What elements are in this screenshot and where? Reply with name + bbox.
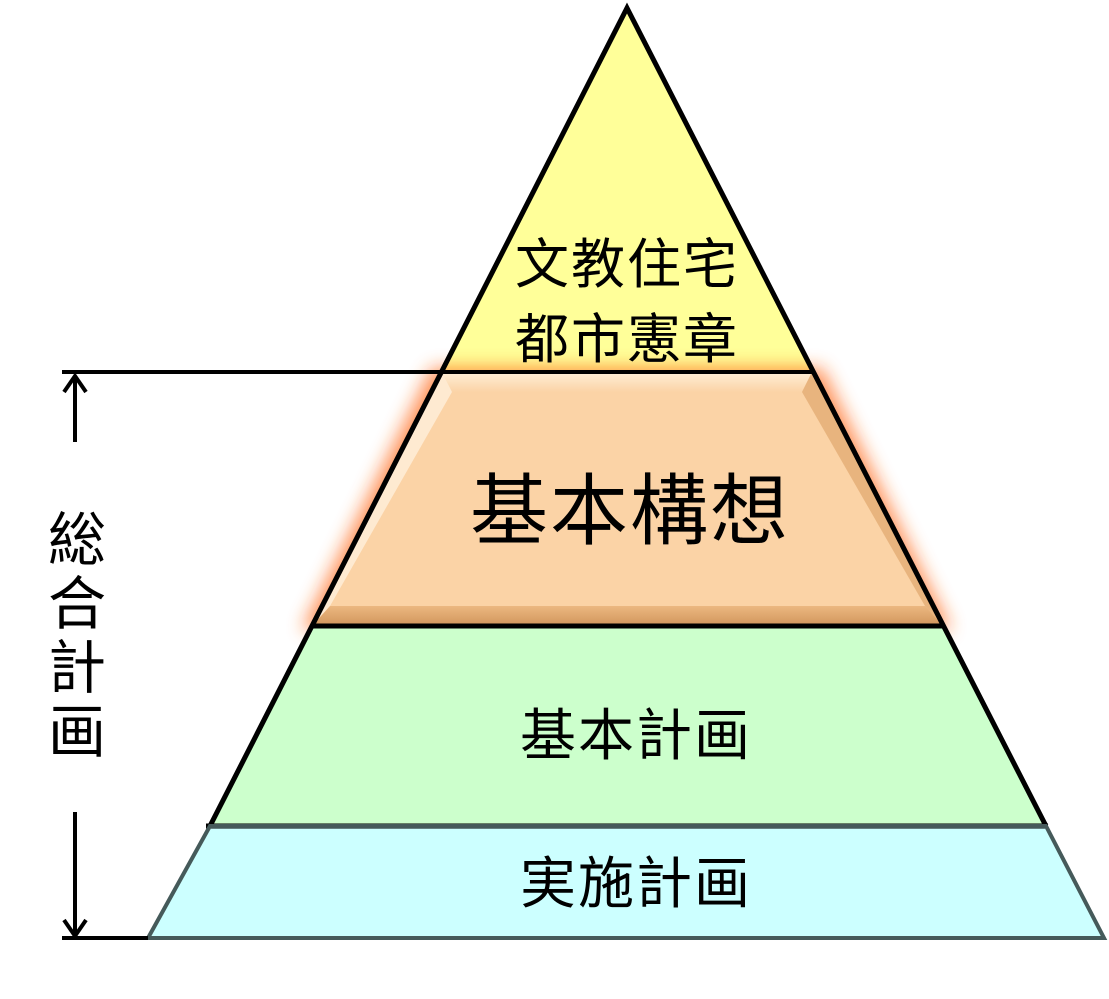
tier-basic-plan: [210, 626, 1046, 826]
tier-concept-bevel-bottom: [312, 606, 943, 626]
bracket-arrow-down-head: [62, 918, 88, 940]
tier-basic-concept: [312, 372, 943, 626]
implementation-plan-label: 実施計画: [520, 852, 752, 917]
basic-concept-label: 基本構想: [470, 467, 790, 557]
bracket-arrow-up-head: [62, 372, 88, 394]
tier-concept-bevel-top: [442, 372, 812, 392]
bracket-label-char-4: 画: [48, 698, 106, 766]
bracket-label-char-3: 計: [48, 634, 106, 702]
implementation-outline: [144, 824, 1108, 940]
pyramid-outline-upper: [207, 2, 1049, 828]
charter-label-line-2: 都市憲章: [515, 308, 739, 371]
bracket-label-char-1: 総: [48, 506, 106, 574]
tier-concept-bevel-right: [802, 372, 943, 626]
bracket-label-char-2: 合: [48, 570, 106, 638]
tier-implementation-plan: [148, 826, 1104, 938]
tier-top-charter: [442, 8, 812, 372]
charter-label-line-1: 文教住宅: [515, 233, 739, 296]
basic-plan-label: 基本計画: [520, 704, 752, 769]
